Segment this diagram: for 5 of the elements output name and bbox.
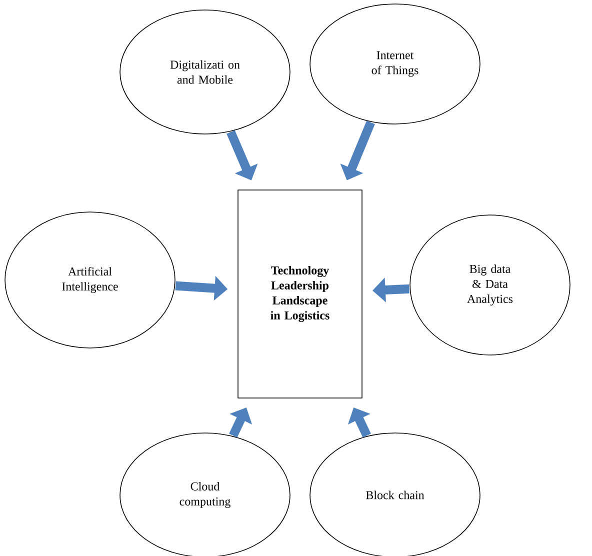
ellipse-node: Big data & Data Analytics — [410, 214, 570, 356]
ellipse-node: Artificial Intelligence — [4, 212, 176, 348]
center-box: Technology Leadership Landscape in Logistics — [238, 190, 362, 398]
ellipse-node: Internet of Things — [310, 4, 480, 124]
ellipse-node: Digitalizati on and Mobile — [120, 10, 290, 134]
